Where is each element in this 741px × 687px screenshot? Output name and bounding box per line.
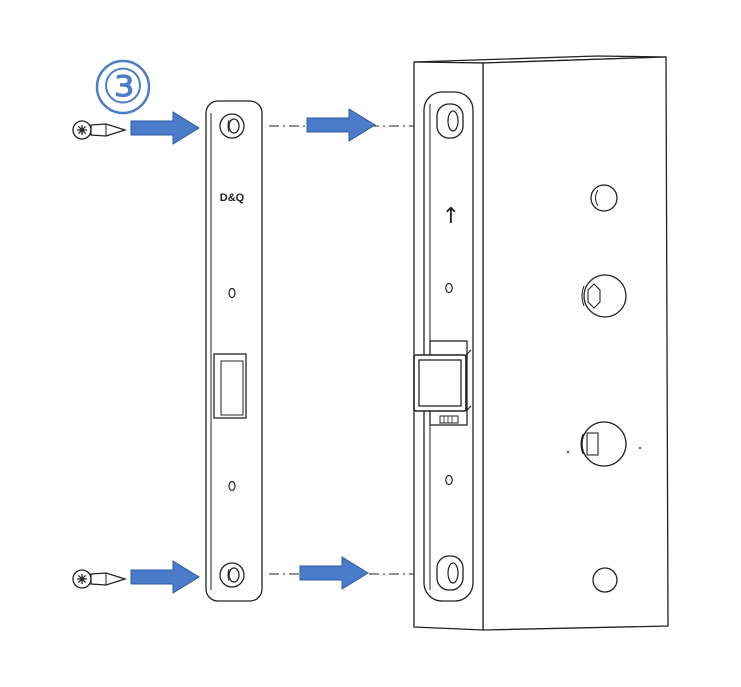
side-hole (590, 184, 618, 212)
step-number-ring (95, 59, 151, 115)
insert-arrow-icon (306, 108, 376, 142)
insert-arrow-icon (130, 111, 200, 145)
lock-body (413, 55, 669, 631)
insert-arrow-icon (299, 556, 369, 590)
side-hole (592, 567, 618, 593)
strike-plate (205, 100, 263, 602)
latch-bolt (413, 340, 472, 426)
insert-arrow-icon (130, 560, 200, 594)
brand-mark: D&Q (220, 192, 245, 204)
alignment-lines (269, 125, 436, 575)
screw-icon (72, 120, 126, 140)
screw-icon (72, 569, 126, 589)
direction-arrow-icon: ↑ (442, 204, 460, 229)
step-number: ③ (101, 59, 145, 115)
